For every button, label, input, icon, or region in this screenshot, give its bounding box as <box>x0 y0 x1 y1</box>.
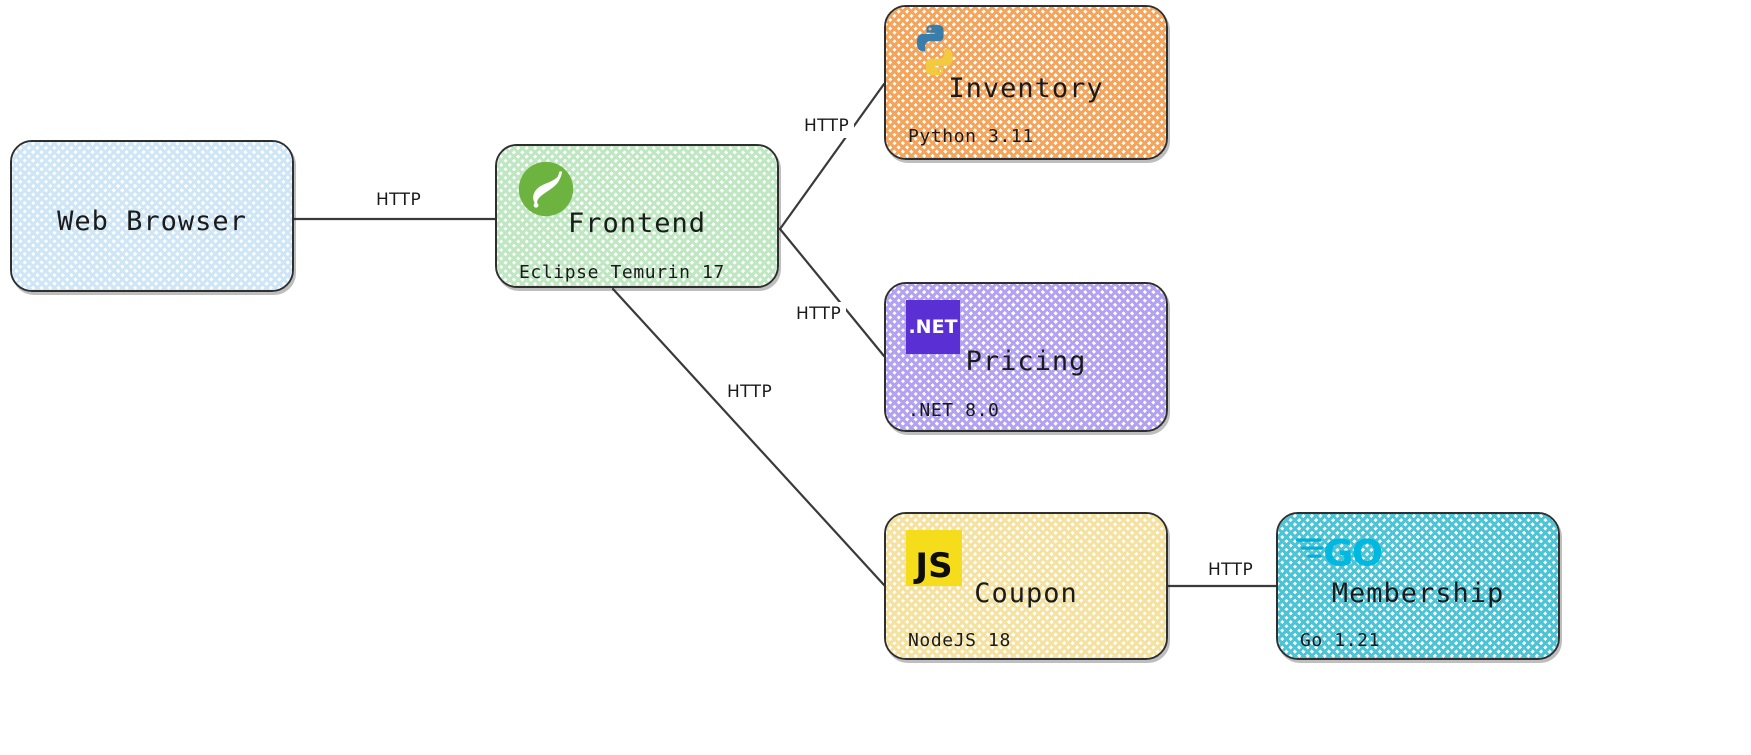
node-subtitle-inventory: Python 3.11 <box>908 126 1034 147</box>
node-title-membership: Membership <box>1331 578 1505 609</box>
node-title-inventory: Inventory <box>948 73 1104 104</box>
node-subtitle-membership: Go 1.21 <box>1300 630 1381 651</box>
node-coupon[interactable]: JS Coupon NodeJS 18 <box>884 512 1168 660</box>
node-subtitle-coupon: NodeJS 18 <box>908 630 1011 651</box>
node-membership[interactable]: GO Membership Go 1.21 <box>1276 512 1560 660</box>
dotnet-icon: .NET <box>906 300 960 354</box>
node-pricing[interactable]: .NET Pricing .NET 8.0 <box>884 282 1168 432</box>
edge-label-web-browser-frontend: HTTP <box>371 188 427 212</box>
edge-label-frontend-pricing: HTTP <box>791 302 847 326</box>
node-frontend[interactable]: Frontend Eclipse Temurin 17 <box>495 144 779 288</box>
svg-text:GO: GO <box>1323 532 1382 575</box>
hatch-fill <box>12 142 292 290</box>
edge-frontend-pricing <box>778 227 886 358</box>
hatch-fill <box>886 284 1166 430</box>
edge-frontend-inventory <box>778 82 886 231</box>
node-subtitle-frontend: Eclipse Temurin 17 <box>519 262 725 283</box>
spring-leaf-icon <box>518 161 574 217</box>
node-title-frontend: Frontend <box>567 208 707 239</box>
edge-frontend-coupon <box>611 287 886 587</box>
node-title-pricing: Pricing <box>965 346 1087 377</box>
python-icon <box>916 24 953 76</box>
go-icon: GO <box>1296 532 1383 575</box>
javascript-icon: JS <box>906 530 962 586</box>
node-subtitle-pricing: .NET 8.0 <box>908 400 1000 421</box>
node-web-browser[interactable]: Web Browser <box>10 140 294 292</box>
hatch-fill <box>1278 514 1558 658</box>
node-title-web-browser: Web Browser <box>57 206 247 237</box>
hatch-fill <box>886 7 1166 158</box>
edge-label-frontend-inventory: HTTP <box>799 114 855 138</box>
edge-label-coupon-membership: HTTP <box>1203 558 1259 582</box>
node-title-coupon: Coupon <box>974 578 1078 609</box>
node-inventory[interactable]: Inventory Python 3.11 <box>884 5 1168 160</box>
edge-label-frontend-coupon: HTTP <box>722 380 778 404</box>
